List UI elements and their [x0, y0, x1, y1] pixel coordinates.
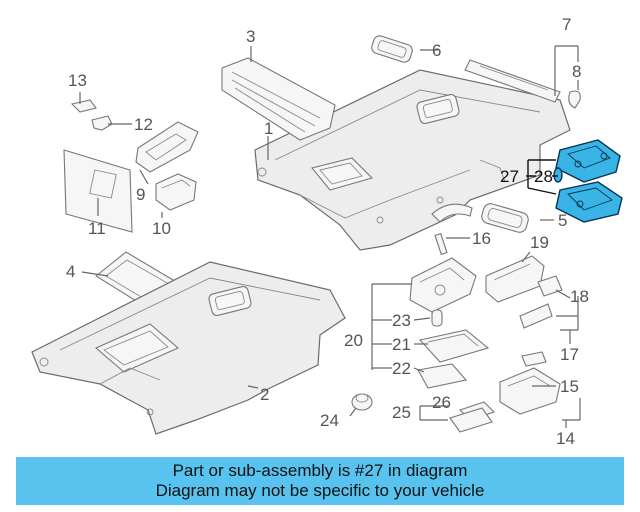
- module-part-10: [155, 173, 197, 211]
- callout-24: 24: [320, 411, 339, 430]
- callout-6: 6: [432, 41, 441, 60]
- callout-12: 12: [134, 115, 153, 134]
- callout-23: 23: [392, 311, 411, 330]
- callout-13: 13: [68, 71, 87, 90]
- callout-27: 27: [500, 167, 519, 186]
- clip-part-12: [91, 115, 113, 131]
- lens-part-22: [417, 363, 468, 389]
- callout-4: 4: [66, 262, 75, 281]
- banner-line-1: Part or sub-assembly is #27 in diagram: [172, 461, 468, 480]
- trim-strip-part-7: [464, 59, 561, 103]
- bracket-part-19: [485, 255, 545, 303]
- insulation-pad-part-3: [221, 57, 336, 141]
- callout-5: 5: [558, 211, 567, 230]
- callout-3: 3: [246, 27, 255, 46]
- lens-cover-part-5: [481, 203, 529, 233]
- map-lamp-part-15: [499, 367, 561, 415]
- grab-handle-part-16: [431, 203, 473, 256]
- callout-26: 26: [432, 393, 451, 412]
- callout-1: 1: [264, 119, 273, 138]
- highlighted-part-28-clip: [553, 167, 563, 183]
- bulb-part-23: [431, 309, 443, 327]
- callout-17: 17: [560, 345, 579, 364]
- lamp-lens-part-6: [371, 35, 413, 63]
- callout-18: 18: [570, 287, 589, 306]
- clip-part-8: [568, 90, 581, 109]
- info-banner: Part or sub-assembly is #27 in diagram D…: [16, 457, 624, 505]
- lamp-part-25: [449, 407, 493, 433]
- callout-20: 20: [344, 331, 363, 350]
- sun-visor-part-11: [63, 149, 133, 233]
- upper-headliner-part-1: [254, 69, 571, 251]
- cap-part-24: [351, 393, 373, 411]
- callout-22: 22: [392, 359, 411, 378]
- callout-15: 15: [560, 377, 579, 396]
- lower-headliner-part-2: [31, 261, 346, 435]
- connector-part-18: [519, 275, 563, 329]
- small-part-15: [521, 351, 547, 367]
- console-bracket-part-20: [409, 257, 477, 313]
- parts-diagram: 1 2 3 4 5 6 7 8 9 10 11 12 13 14 15 16 1…: [31, 15, 623, 448]
- highlighted-part-27-lower: [555, 181, 623, 223]
- callout-16: 16: [472, 229, 491, 248]
- callout-11: 11: [88, 219, 106, 238]
- reading-lamp-part-9: [135, 121, 199, 173]
- lamp-cover-part-21: [418, 329, 490, 363]
- callout-numbers: 1 2 3 4 5 6 7 8 9 10 11 12 13 14 15 16 1…: [66, 15, 589, 448]
- callout-9: 9: [136, 185, 145, 204]
- clip-part-13: [70, 99, 97, 113]
- callout-21: 21: [392, 335, 411, 354]
- callout-25: 25: [392, 403, 411, 422]
- callout-14: 14: [556, 429, 575, 448]
- callout-8: 8: [572, 62, 581, 81]
- callout-2: 2: [260, 385, 269, 404]
- callout-7: 7: [562, 15, 571, 34]
- callout-28: 28: [534, 167, 553, 186]
- leader-lines: [79, 45, 581, 428]
- callout-10: 10: [152, 219, 171, 238]
- banner-line-2: Diagram may not be specific to your vehi…: [155, 481, 485, 500]
- callout-19: 19: [530, 233, 549, 252]
- highlighted-part-27: [555, 139, 621, 183]
